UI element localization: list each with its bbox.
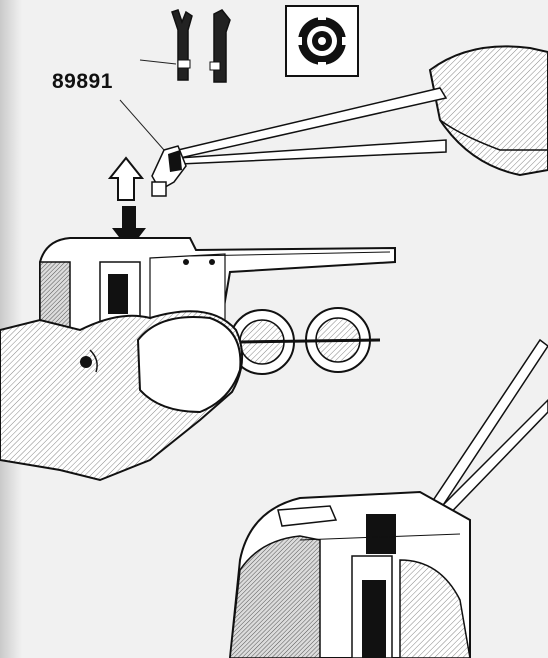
tweezers-right [418,338,548,529]
brush-part-right [209,9,231,83]
motor-closeup [228,490,471,658]
gear-symbol [285,5,359,77]
up-arrow-icon [107,156,145,201]
brush-part-left [171,9,193,81]
hand-pressing [0,310,244,482]
leader-line-brush [119,99,165,151]
leader-line-top [139,59,177,65]
carbon-brush [151,145,187,197]
hand-with-tweezers [176,45,548,177]
part-number-label: 89891 [52,70,113,93]
locomotive-chassis [39,237,396,342]
coupling-rod [239,338,381,344]
